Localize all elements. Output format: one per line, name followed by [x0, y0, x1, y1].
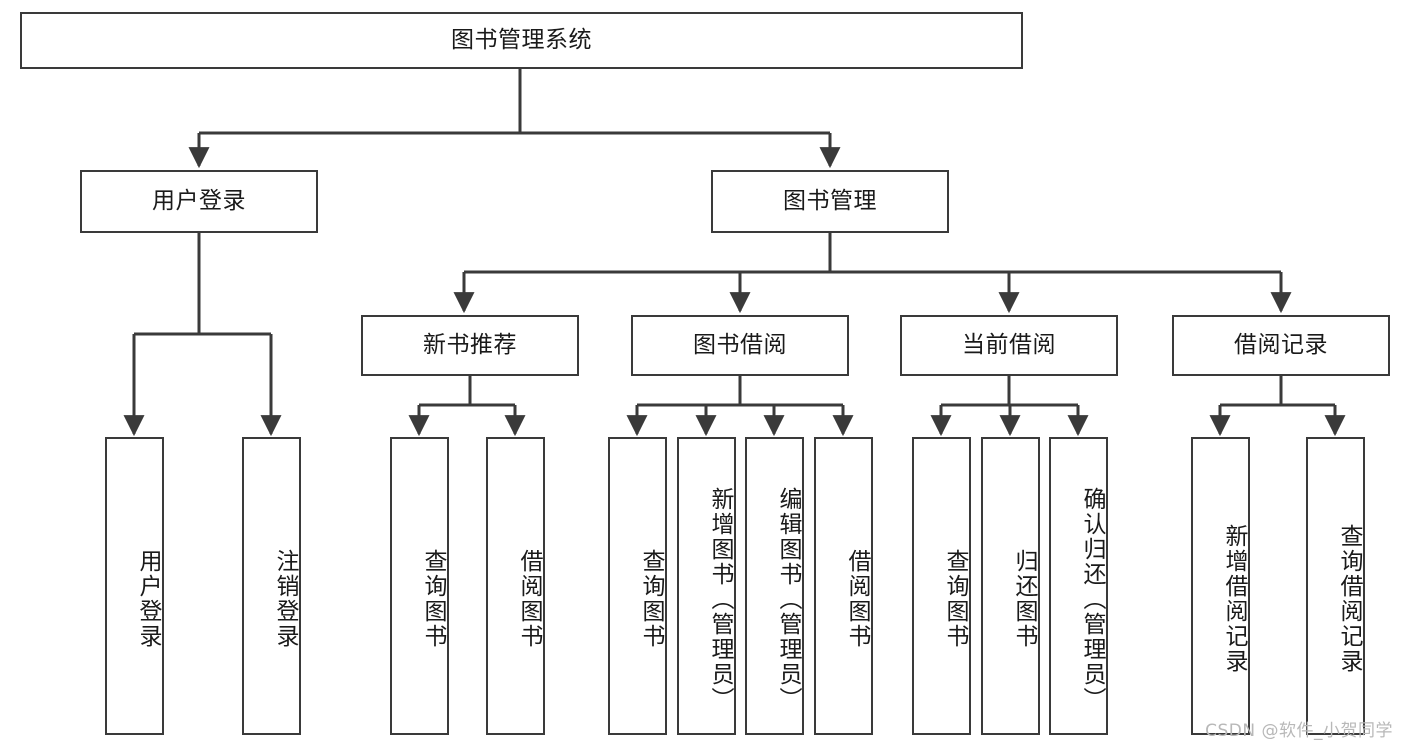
node-root[interactable]: 图书管理系统: [20, 12, 1023, 69]
node-user-login-label: 用户登录: [152, 187, 246, 214]
node-leaf-user-login[interactable]: 用户登录: [105, 437, 164, 735]
node-leaf-add-book-label: 新增图书（管理员）: [707, 486, 733, 712]
node-leaf-confirm-return-label: 确认归还（管理员）: [1079, 486, 1105, 712]
node-leaf-query-book-1[interactable]: 查询图书: [390, 437, 449, 735]
node-borrow-record-label: 借阅记录: [1234, 331, 1328, 358]
node-root-label: 图书管理系统: [451, 26, 592, 53]
node-leaf-borrow-book-2-label: 借阅图书: [844, 549, 870, 649]
node-leaf-query-book-3[interactable]: 查询图书: [912, 437, 971, 735]
node-leaf-return-book[interactable]: 归还图书: [981, 437, 1040, 735]
node-book-borrow-label: 图书借阅: [693, 331, 787, 358]
node-leaf-confirm-return[interactable]: 确认归还（管理员）: [1049, 437, 1108, 735]
node-leaf-borrow-book-2[interactable]: 借阅图书: [814, 437, 873, 735]
node-borrow-record[interactable]: 借阅记录: [1172, 315, 1390, 376]
node-book-borrow[interactable]: 图书借阅: [631, 315, 849, 376]
node-new-book-rec-label: 新书推荐: [423, 331, 517, 358]
node-leaf-user-login-label: 用户登录: [135, 549, 161, 649]
node-new-book-rec[interactable]: 新书推荐: [361, 315, 579, 376]
node-leaf-return-book-label: 归还图书: [1011, 549, 1037, 649]
node-leaf-query-book-2[interactable]: 查询图书: [608, 437, 667, 735]
node-leaf-query-book-1-label: 查询图书: [420, 549, 446, 649]
node-leaf-query-record[interactable]: 查询借阅记录: [1306, 437, 1365, 735]
csdn-watermark: CSDN @软件_小贺同学: [1205, 721, 1393, 741]
node-leaf-logout[interactable]: 注销登录: [242, 437, 301, 735]
node-leaf-borrow-book-1-label: 借阅图书: [516, 549, 542, 649]
node-leaf-edit-book-label: 编辑图书（管理员）: [775, 486, 801, 712]
node-book-manage-label: 图书管理: [783, 187, 877, 214]
node-leaf-add-book[interactable]: 新增图书（管理员）: [677, 437, 736, 735]
node-leaf-borrow-book-1[interactable]: 借阅图书: [486, 437, 545, 735]
node-current-borrow-label: 当前借阅: [962, 331, 1056, 358]
node-leaf-add-record[interactable]: 新增借阅记录: [1191, 437, 1250, 735]
node-leaf-query-book-2-label: 查询图书: [638, 549, 664, 649]
node-leaf-query-book-3-label: 查询图书: [942, 549, 968, 649]
node-current-borrow[interactable]: 当前借阅: [900, 315, 1118, 376]
node-leaf-edit-book[interactable]: 编辑图书（管理员）: [745, 437, 804, 735]
node-leaf-logout-label: 注销登录: [272, 549, 298, 649]
node-user-login[interactable]: 用户登录: [80, 170, 318, 233]
node-book-manage[interactable]: 图书管理: [711, 170, 949, 233]
node-leaf-add-record-label: 新增借阅记录: [1221, 524, 1247, 674]
node-leaf-query-record-label: 查询借阅记录: [1336, 524, 1362, 674]
